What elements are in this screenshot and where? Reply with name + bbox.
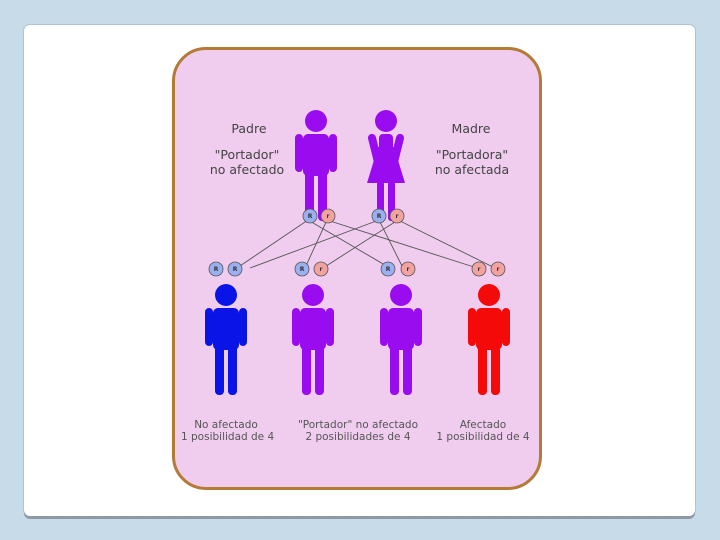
svg-text:r: r	[396, 213, 399, 220]
father-alleles: R r	[302, 208, 336, 224]
child-4-figure	[468, 284, 510, 395]
allele-dominant: R	[302, 208, 318, 224]
pedigree-figures: R r R r R R	[205, 110, 510, 395]
child-4-label-line2: 1 posibilidad de 4	[436, 431, 530, 443]
mother-figure	[367, 110, 405, 221]
father-title: Padre	[231, 121, 267, 136]
inheritance-lines	[236, 219, 496, 269]
child-3-figure	[380, 284, 422, 395]
allele-dominant: R	[371, 208, 387, 224]
svg-text:r: r	[407, 266, 410, 273]
child-2-label-line1: "Portador" no afectado	[297, 419, 419, 431]
mother-status-line1: "Portadora"	[435, 147, 509, 162]
svg-text:R: R	[386, 266, 391, 273]
child-2-label-line2: 2 posibilidades de 4	[305, 431, 411, 443]
child-4-label-line1: Afectado	[459, 419, 507, 431]
inheritance-diagram-panel: Padre "Portador" no afectado Madre "Port…	[172, 47, 542, 490]
svg-text:r: r	[497, 266, 500, 273]
mother-alleles: R r	[371, 208, 405, 224]
mother-status-line2: no afectada	[434, 162, 510, 177]
svg-text:r: r	[327, 213, 330, 220]
father-status-line1: "Portador"	[214, 147, 280, 162]
svg-text:r: r	[478, 266, 481, 273]
svg-text:R: R	[233, 266, 238, 273]
svg-text:r: r	[320, 266, 323, 273]
mother-title: Madre	[451, 121, 491, 136]
child-1-label-line2: 1 posibilidad de 4	[181, 431, 275, 443]
child-1-label-line1: No afectado	[194, 419, 258, 431]
father-figure	[295, 110, 337, 221]
svg-text:R: R	[300, 266, 305, 273]
allele-recessive: r	[389, 208, 405, 224]
child-1-figure	[205, 284, 247, 395]
svg-text:R: R	[214, 266, 219, 273]
child-1-alleles: R R	[208, 261, 243, 277]
child-2-alleles: R r	[294, 261, 329, 277]
svg-text:R: R	[308, 213, 313, 220]
child-4-alleles: r r	[471, 261, 506, 277]
svg-text:R: R	[377, 213, 382, 220]
child-3-alleles: R r	[380, 261, 416, 277]
child-2-figure	[292, 284, 334, 395]
allele-recessive: r	[320, 208, 336, 224]
father-status-line2: no afectado	[209, 162, 285, 177]
